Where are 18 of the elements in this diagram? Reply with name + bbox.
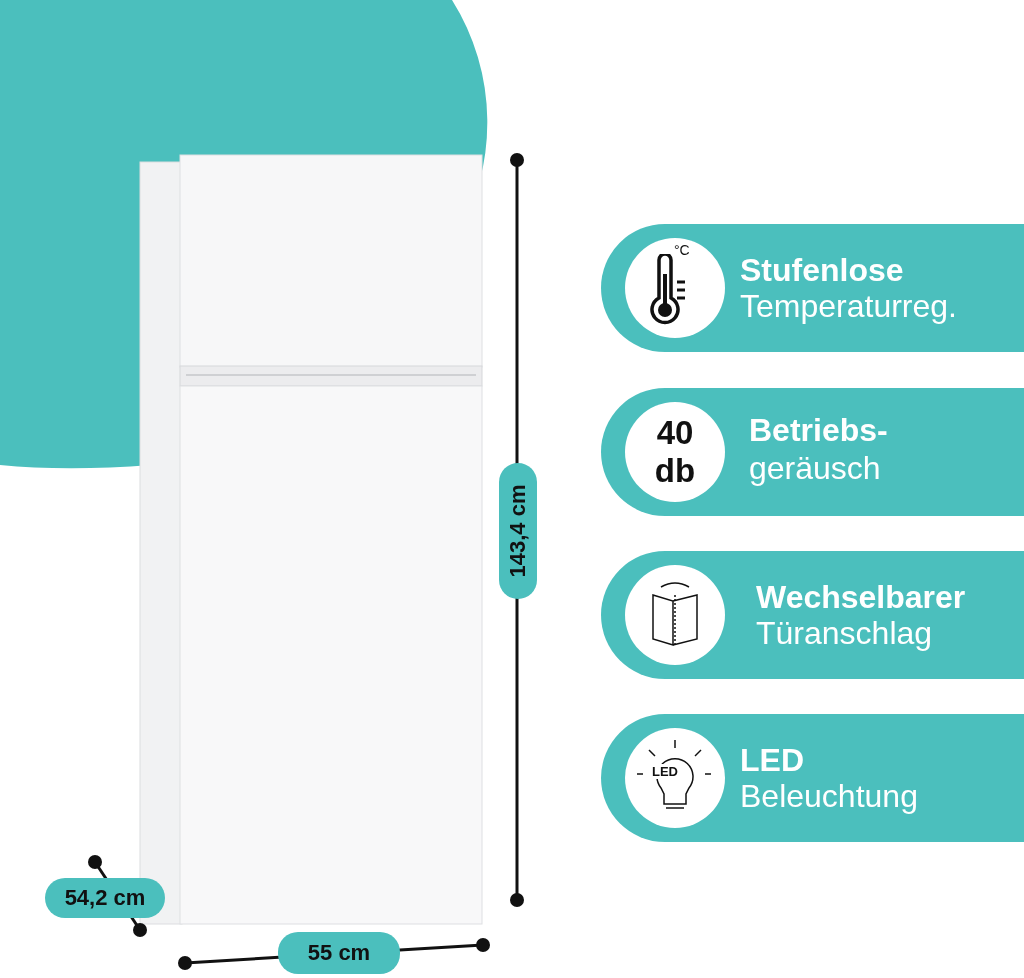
feature-pill (601, 551, 1024, 679)
feature-text: Türanschlag (756, 615, 933, 651)
feature-pill (601, 714, 1024, 842)
feature-text: Beleuchtung (740, 778, 918, 814)
noise-value: 40 db (653, 414, 697, 490)
feature-heading: Betriebs- (749, 412, 888, 448)
dimension-label: 55 cm (278, 932, 400, 974)
feature-text: Temperaturreg. (740, 288, 957, 324)
feature-heading: LED (740, 742, 804, 778)
feature-text: geräusch (749, 450, 881, 486)
feature-pill (601, 388, 1024, 516)
unit-label: °C (674, 242, 690, 258)
feature-heading: Stufenlose (740, 252, 904, 288)
dimension-label: 143,4 cm (505, 484, 531, 578)
feature-pill (601, 224, 1024, 352)
bulb-label: LED (651, 764, 679, 779)
dimension-label: 54,2 cm (45, 878, 165, 918)
feature-heading: Wechselbarer (756, 579, 966, 615)
